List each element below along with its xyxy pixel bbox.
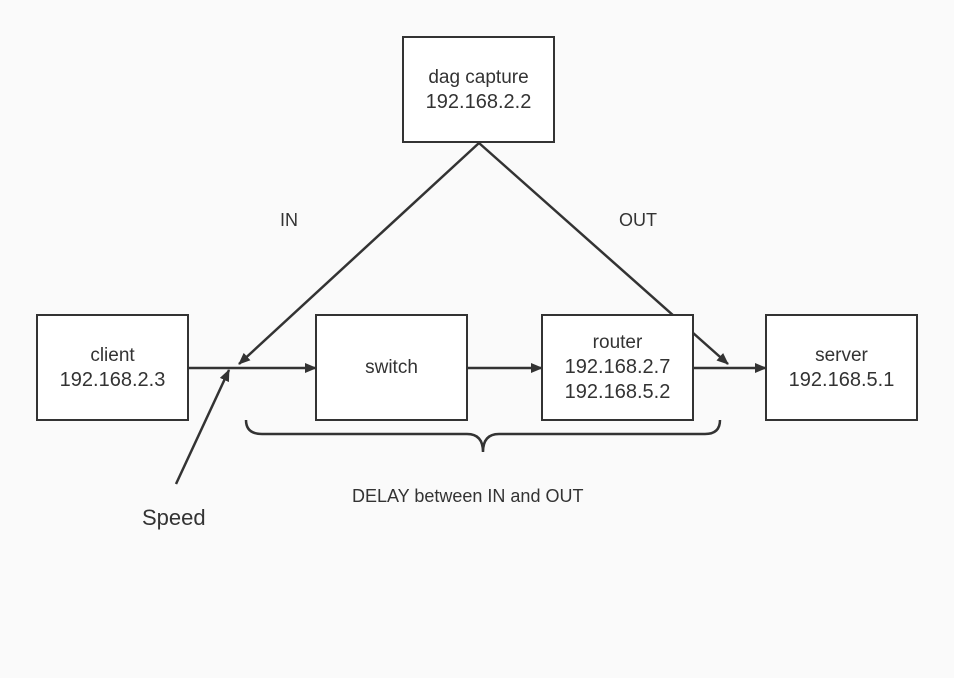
switch-node: switch xyxy=(315,314,468,421)
router-ip-2: 192.168.5.2 xyxy=(564,381,671,403)
client-node: client 192.168.2.3 xyxy=(36,314,189,421)
in-label: IN xyxy=(280,210,298,230)
out-label: OUT xyxy=(619,210,657,230)
delay-brace xyxy=(244,419,722,453)
dag-capture-name: dag capture xyxy=(428,66,529,88)
client-ip: 192.168.2.3 xyxy=(59,368,166,391)
tap-in-line xyxy=(238,142,480,365)
router-ip-1: 192.168.2.7 xyxy=(564,356,671,378)
server-name: server xyxy=(815,344,868,366)
server-ip: 192.168.5.1 xyxy=(788,368,895,391)
delay-label: DELAY between IN and OUT xyxy=(352,486,584,506)
dag-capture-ip: 192.168.2.2 xyxy=(425,90,532,113)
speed-label: Speed xyxy=(142,505,206,530)
switch-name: switch xyxy=(365,357,418,378)
router-name: router xyxy=(592,332,643,353)
client-name: client xyxy=(90,344,135,366)
server-node: server 192.168.5.1 xyxy=(765,314,918,421)
speed-arrow xyxy=(174,369,231,485)
router-node: router 192.168.2.7 192.168.5.2 xyxy=(541,314,694,421)
dag-capture-node: dag capture 192.168.2.2 xyxy=(402,36,555,143)
